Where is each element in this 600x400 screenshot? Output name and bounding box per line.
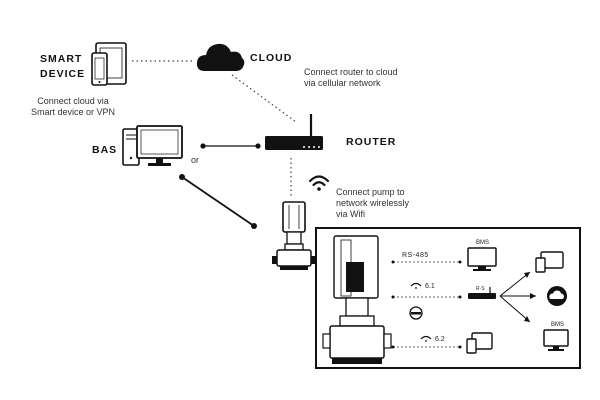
detail-box <box>315 227 581 369</box>
cloud-caption-line1: Connect router to cloud <box>304 67 398 77</box>
pump-icon <box>272 201 316 270</box>
smart-device-caption-line2: Smart device or VPN <box>30 107 116 117</box>
bms-right-label: BMS <box>551 322 565 328</box>
pump-caption: Connect pump to network wirelessly via W… <box>336 187 409 220</box>
hub-label: R·S <box>476 286 485 292</box>
smart-device-caption: Connect cloud via Smart device or VPN <box>18 96 128 118</box>
pump-caption-line2: network wirelessly <box>336 198 410 208</box>
bas-label: BAS <box>92 144 118 156</box>
smart-device-label-line2: DEVICE <box>40 68 86 80</box>
bas-computer-icon <box>122 125 183 166</box>
detail-pump-icon <box>322 235 392 364</box>
cloud-icon <box>196 43 245 71</box>
right-devices-icon <box>535 251 564 273</box>
cloud-caption-line2: via cellular network <box>304 78 381 88</box>
wifi-6-1-label: 6.1 <box>425 283 435 290</box>
rs485-label: RS-485 <box>402 252 429 259</box>
hub-router-icon <box>468 287 496 299</box>
bas-router-link <box>200 143 261 149</box>
smart-device-caption-line1: Connect cloud via <box>37 96 109 106</box>
wifi-6-2-link <box>391 335 462 349</box>
bms-computer-right-icon <box>543 329 569 351</box>
bms-top-label: BMS <box>476 240 490 246</box>
cloud-router-link <box>231 74 297 123</box>
wifi-6-2-label: 6.2 <box>435 336 445 343</box>
or-label: or <box>191 155 200 165</box>
bms-computer-top-icon <box>467 247 497 271</box>
devices-bottom-icon <box>466 332 493 354</box>
router-icon <box>265 114 323 150</box>
bas-pump-link <box>179 174 257 229</box>
wifi-dongle-icon <box>409 306 423 320</box>
smart-device-label: SMART DEVICE <box>40 52 85 82</box>
rs485-link <box>391 260 462 264</box>
pump-caption-line1: Connect pump to <box>336 187 405 197</box>
pump-caption-line3: via Wifi <box>336 209 365 219</box>
smart-device-label-line1: SMART <box>40 53 83 65</box>
cloud-label: CLOUD <box>250 52 293 64</box>
wifi-icon <box>308 175 330 191</box>
router-label: ROUTER <box>346 136 397 148</box>
cloud-caption: Connect router to cloud via cellular net… <box>304 67 398 89</box>
hub-fan-links <box>499 271 536 323</box>
smart-device-icon <box>91 42 127 86</box>
right-cloud-icon <box>547 286 567 306</box>
wifi-6-1-link <box>391 282 462 299</box>
